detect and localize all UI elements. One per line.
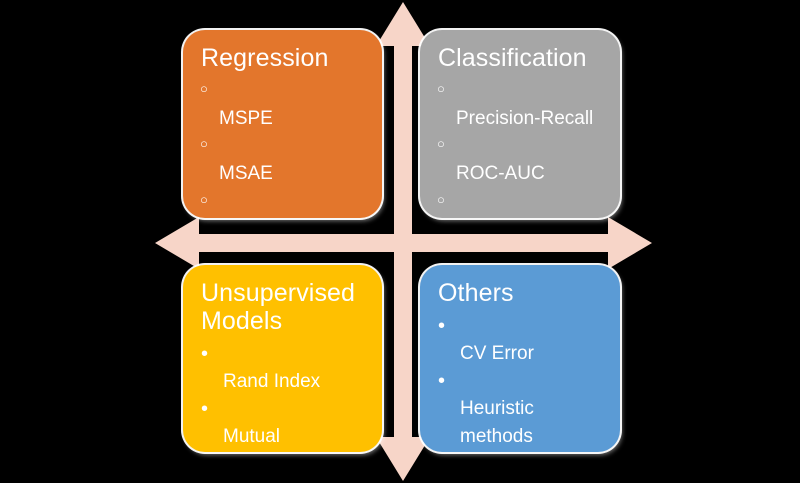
list-item-label: Heuristic methods to find K [460,398,534,447]
list-item-label: Rand Index [223,371,321,393]
list-item-label: ROC-AUC [456,163,545,185]
hollow-circle-bullet-icon: ○ [200,136,208,152]
dot-bullet-icon: • [201,398,209,421]
quadrant-regression-list: ○MSPE ○MSAE ○R Square ○Adjusted R Square [197,78,368,218]
hollow-circle-bullet-icon: ○ [437,191,445,207]
quadrant-classification[interactable]: Classification ○ Precision-Recall ○ ROC-AU… [420,30,620,218]
quadrant-unsupervised-list: • Rand Index • Mutual Information [197,341,368,452]
list-item: • Rand Index [197,341,368,395]
list-item: ○ MSAE [197,133,368,187]
quadrant-others-list: • CV Error • Heuristic methods to find K •… [434,313,606,452]
list-item-label: CV Error [460,343,534,365]
dot-bullet-icon: • [438,315,446,337]
quadrant-regression-title: Regression [201,44,329,72]
arrow-right-icon [400,217,652,269]
hollow-circle-bullet-icon: ○ [437,81,445,96]
quadrant-unsupervised[interactable]: Unsupervised Models • Rand Index • Mutual … [183,265,382,452]
quadrant-classification-title: Classification [438,44,587,72]
list-item-label: Mutual Information [223,426,281,448]
quadrant-others-title: Others [438,279,514,307]
hollow-circle-bullet-icon: ○ [437,136,445,152]
list-item-label: Precision-Recall [456,108,594,130]
list-item-label: MSAE [219,163,273,185]
list-item: • Heuristic methods to find K [434,368,606,452]
arrow-left-icon [155,217,405,269]
list-item: ○ ROC-AUC [434,133,606,187]
list-item: ○ Precision-Recall [434,78,606,132]
quadrant-classification-list: ○Precision-Recall ○ROC-AUC ○Accuracy ○Lo… [434,78,606,218]
list-item-label: MSPE [219,108,273,130]
list-item: • Mutual Information [197,396,368,452]
quadrant-regression[interactable]: Regression ○MSPE ○MSAE ○R Square ○Adjust… [183,30,382,218]
list-item: • CV Error [434,313,606,367]
hollow-circle-bullet-icon: ○ [200,81,208,96]
hollow-circle-bullet-icon: ○ [200,191,208,207]
dot-bullet-icon: • [438,370,446,393]
dot-bullet-icon: • [201,343,209,365]
list-item: ○R Square [197,189,368,218]
list-item: ○ MSPE [197,78,368,132]
quadrant-others[interactable]: Others • CV Error • Heuristic methods to f… [420,265,620,452]
quadrant-unsupervised-title: Unsupervised Models [201,279,356,335]
list-item: ○Accuracy [434,189,606,218]
